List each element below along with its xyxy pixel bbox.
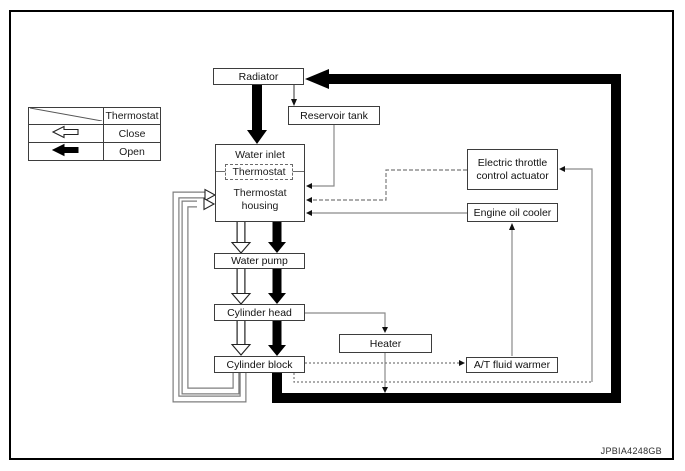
open-return-head-into-radiator [305,69,329,89]
arrow-actuator-into-housing [306,197,312,203]
arrow-reservoir-into-housing [306,183,312,189]
line-reservoir-to-housing [309,125,335,187]
legend-row-open: Open [28,142,161,161]
open-radiator-to-inlet-head [247,130,267,144]
open-return-path [272,74,621,403]
node-water-inlet-group: Water inlet Thermostat Thermostat housin… [215,144,305,222]
node-engine-oil-cooler: Engine oil cooler [467,203,558,222]
node-radiator: Radiator [213,68,304,85]
thin-solid-lines [293,84,593,390]
arrow-into-oilcooler [509,223,515,230]
close-arrow-into-housing-lower [203,197,216,211]
arrow-heater-into-return [382,387,388,393]
legend-row-thermostat: Thermostat [28,107,161,125]
legend-table: Thermostat Close Open [28,107,161,161]
open-flow-thick [247,69,621,403]
figure-code: JPBIA4248GB [600,446,662,456]
legend-close-cell [28,124,104,143]
node-cylinder-head: Cylinder head [214,304,305,321]
diagonal-divider-icon [29,107,103,122]
arrow-into-warmer [459,360,465,366]
hollow-arrow-housing-to-pump [230,241,252,254]
connector-tick-left [216,171,225,172]
close-arrow-into-housing-upper [204,188,217,202]
dashed-lines [293,169,592,383]
arrow-into-reservoir [291,99,297,106]
hollow-left-arrow-icon [51,125,79,139]
arrow-into-heater [382,327,388,333]
legend-label-close: Close [103,124,161,143]
close-flow-hollow-loops [172,188,247,403]
legend-open-cell [28,142,104,161]
legend-label-open: Open [103,142,161,161]
node-reservoir-tank: Reservoir tank [288,106,380,125]
line-collector-to-actuator [562,168,593,382]
node-electric-throttle-control-actuator: Electric throttle control actuator [467,149,558,190]
connector-tick-right [293,171,304,172]
legend-row-close: Close [28,124,161,143]
open-pump-to-head-head [268,293,286,304]
legend-label-thermostat: Thermostat [103,107,161,125]
node-thermostat-housing: Thermostat housing [233,187,287,212]
open-head-to-block-head [268,345,286,356]
line-block-to-collector [293,373,592,383]
node-water-inlet-label: Water inlet [235,149,285,161]
node-water-pump: Water pump [214,253,305,269]
line-actuator-to-housing [309,169,467,201]
hollow-arrow-head-to-block [230,343,252,356]
arrow-into-actuator [559,166,565,172]
close-flow-hollow-arrows [230,222,252,356]
arrow-oilcooler-into-housing [306,210,312,216]
legend-diagonal-cell [28,107,104,125]
line-head-to-heater [305,312,386,330]
node-cylinder-block: Cylinder block [214,356,305,373]
node-at-fluid-warmer: A/T fluid warmer [466,357,558,373]
hollow-arrow-pump-to-head [230,292,252,305]
open-housing-to-pump-head [268,242,286,253]
outer-frame [9,10,674,460]
node-heater: Heater [339,334,432,353]
solid-left-arrow-icon [51,143,79,157]
node-thermostat: Thermostat [225,164,293,180]
thin-arrowheads [291,99,565,393]
